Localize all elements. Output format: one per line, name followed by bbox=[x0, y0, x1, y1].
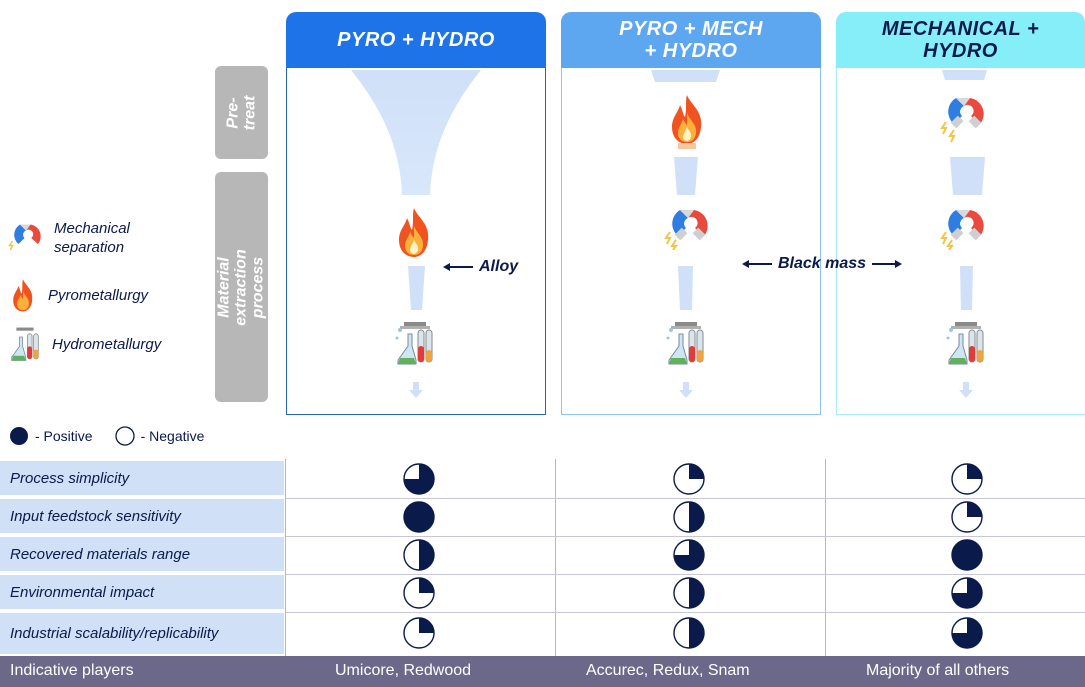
rating-pie bbox=[673, 539, 705, 571]
arrow-left-icon bbox=[742, 260, 772, 268]
fire-icon bbox=[672, 95, 702, 149]
players-col-3: Majority of all others bbox=[866, 662, 1010, 679]
rating-pie bbox=[951, 501, 983, 533]
lab-icon bbox=[11, 327, 39, 361]
rating-pie bbox=[403, 617, 435, 649]
rating-pie bbox=[403, 539, 435, 571]
stage-extraction: Material extraction process bbox=[215, 172, 268, 402]
rating-pie bbox=[951, 463, 983, 495]
arrow-left-icon bbox=[443, 263, 473, 271]
rating-pie bbox=[951, 617, 983, 649]
rating-pie bbox=[673, 577, 705, 609]
black-mass-annotation: Black mass bbox=[742, 255, 903, 273]
footer-bar: Indicative players Umicore, Redwood Accu… bbox=[0, 656, 1085, 687]
lab-icon bbox=[395, 322, 433, 365]
divider bbox=[285, 459, 286, 656]
column-box-2 bbox=[561, 68, 821, 415]
funnel-graphics bbox=[351, 70, 987, 398]
legend-mechanical: Mechanical separation bbox=[8, 219, 130, 257]
rating-pie bbox=[673, 501, 705, 533]
criteria-row-label: Input feedstock sensitivity bbox=[0, 499, 284, 535]
positive-circle-icon bbox=[10, 427, 28, 445]
negative-label: - Negative bbox=[140, 428, 205, 444]
divider bbox=[286, 612, 1085, 613]
rating-pie bbox=[673, 617, 705, 649]
divider bbox=[286, 498, 1085, 499]
negative-circle-icon bbox=[114, 426, 135, 446]
divider bbox=[825, 459, 826, 656]
criteria-row-label: Process simplicity bbox=[0, 461, 284, 497]
alloy-annotation: Alloy bbox=[443, 258, 518, 276]
legend-hydro: Hydrometallurgy bbox=[8, 326, 161, 362]
footer-label: Indicative players bbox=[10, 662, 134, 679]
stage-pretreat: Pre- treat bbox=[215, 66, 268, 159]
criteria-row-label: Industrial scalability/replicability bbox=[0, 613, 284, 656]
criteria-row-label: Recovered materials range bbox=[0, 537, 284, 573]
magnet-icon bbox=[940, 210, 984, 250]
legend-pyro: Pyrometallurgy bbox=[8, 278, 148, 312]
rating-pie bbox=[951, 577, 983, 609]
players-col-1: Umicore, Redwood bbox=[335, 662, 472, 679]
legend-label: Pyrometallurgy bbox=[48, 286, 149, 304]
alloy-label: Alloy bbox=[479, 258, 519, 275]
magnet-icon bbox=[940, 98, 984, 143]
divider bbox=[286, 574, 1085, 575]
players-col-2: Accurec, Redux, Snam bbox=[586, 662, 750, 679]
legend-label: Mechanical separation bbox=[54, 220, 130, 256]
magnet-icon bbox=[664, 210, 708, 250]
rating-pie bbox=[673, 463, 705, 495]
fire-icon bbox=[13, 279, 33, 312]
column-box-1 bbox=[286, 68, 546, 415]
divider bbox=[555, 459, 556, 656]
lab-icon bbox=[666, 322, 704, 365]
rating-legend: - Positive - Negative bbox=[9, 426, 204, 446]
column-header-mechanical-hydro: MECHANICAL + HYDRO bbox=[836, 12, 1085, 68]
rating-pie bbox=[951, 539, 983, 571]
positive-label: - Positive bbox=[35, 428, 93, 444]
column-box-3 bbox=[836, 68, 1085, 415]
criteria-row-label: Environmental impact bbox=[0, 575, 284, 611]
arrow-right-icon bbox=[872, 260, 903, 268]
column-header-pyro-mech-hydro: PYRO + MECH + HYDRO bbox=[561, 12, 821, 68]
black-mass-label: Black mass bbox=[778, 255, 867, 272]
divider bbox=[286, 536, 1085, 537]
rating-pie bbox=[403, 501, 435, 533]
rating-pie bbox=[403, 577, 435, 609]
legend-label: Hydrometallurgy bbox=[52, 335, 162, 353]
lab-icon bbox=[946, 322, 984, 365]
magnet-icon bbox=[8, 224, 41, 251]
funnel-shape bbox=[351, 70, 481, 195]
fire-icon bbox=[399, 208, 429, 257]
rating-pie bbox=[403, 463, 435, 495]
column-header-pyro-hydro: PYRO + HYDRO bbox=[286, 12, 546, 68]
